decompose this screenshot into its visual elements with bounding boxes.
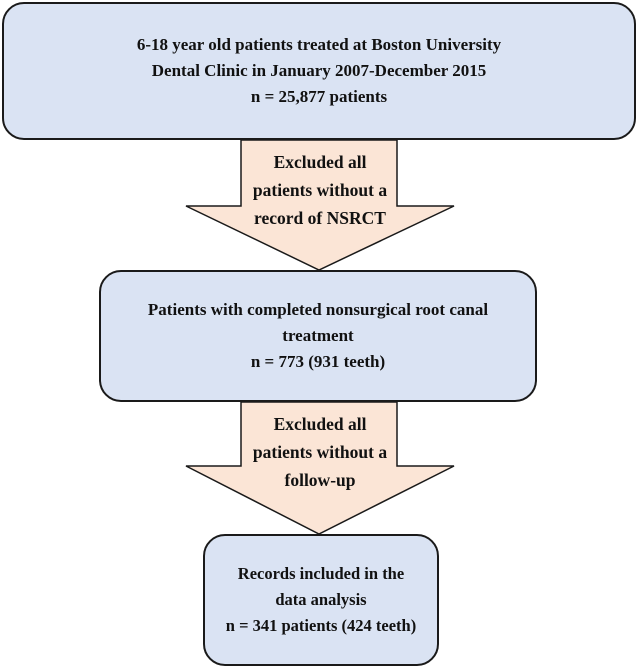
arrow-text-line: follow-up xyxy=(284,470,356,490)
arrow-text-line: record of NSRCT xyxy=(254,208,386,228)
arrow-text-line: Excluded all xyxy=(273,152,367,172)
arrow-text-line: patients without a xyxy=(252,180,388,200)
exclusion-label-1: Excluded all patients without a record o… xyxy=(244,148,396,232)
arrow-text-line: patients without a xyxy=(252,442,388,462)
cohort-box-nsrct: Patients with completed nonsurgical root… xyxy=(99,270,537,402)
box-count: n = 341 patients (424 teeth) xyxy=(225,616,417,635)
box-text-line: 6-18 year old patients treated at Boston… xyxy=(136,35,502,54)
cohort-box-final: Records included in the data analysis n … xyxy=(203,534,439,666)
box-text-line: Patients with completed nonsurgical root… xyxy=(147,300,489,319)
cohort-box-initial: 6-18 year old patients treated at Boston… xyxy=(2,2,636,140)
exclusion-label-2: Excluded all patients without a follow-u… xyxy=(244,410,396,494)
box-count: n = 25,877 patients xyxy=(250,87,388,106)
box-text-line: treatment xyxy=(282,326,354,345)
box-count: n = 773 (931 teeth) xyxy=(250,352,386,371)
arrow-text-line: Excluded all xyxy=(273,414,367,434)
box-text-line: data analysis xyxy=(275,590,367,609)
down-arrow-1 xyxy=(185,139,455,271)
box-text-line: Records included in the xyxy=(237,564,405,583)
down-arrow-2 xyxy=(185,401,455,535)
box-text-line: Dental Clinic in January 2007-December 2… xyxy=(151,61,487,80)
